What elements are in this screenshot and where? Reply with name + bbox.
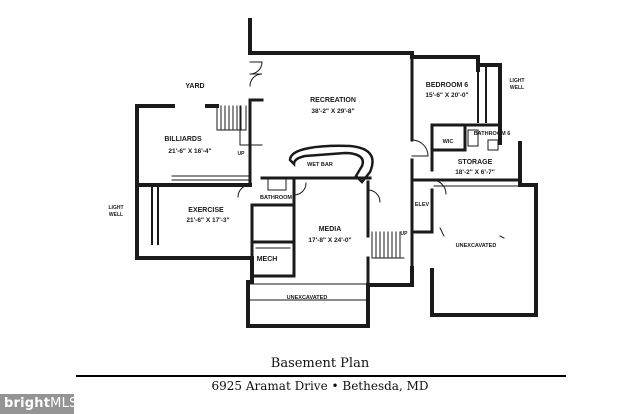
room-labels: YARD BILLIARDS 21'-6" X 16'-4" RECREATIO… <box>109 78 525 301</box>
bedroom6-label: BEDROOM 6 <box>426 82 469 89</box>
light-well-right-line1: LIGHT <box>510 78 525 84</box>
walls <box>135 18 538 328</box>
yard-label: YARD <box>185 83 204 90</box>
storage-label: STORAGE <box>458 159 493 166</box>
plan-title: Basement Plan <box>270 356 370 371</box>
watermark-rest: MLS <box>50 396 78 411</box>
recreation-label: RECREATION <box>310 97 356 104</box>
wet-bar-label: WET BAR <box>307 162 333 168</box>
bathroom-label: BATHROOM <box>260 195 292 201</box>
media-label: MEDIA <box>319 226 342 233</box>
exercise-dims: 21'-6" X 17'-3" <box>186 217 229 224</box>
plan-address: 6925 Aramat Drive • Bethesda, MD <box>211 379 429 393</box>
mech-label: MECH <box>257 256 278 263</box>
bedroom6-dims: 15'-6" X 20'-0" <box>425 92 468 99</box>
light-well-left-line2: WELL <box>109 212 123 218</box>
light-well-right-line2: WELL <box>510 85 524 91</box>
unexcavated-right-label: UNEXCAVATED <box>456 243 497 249</box>
recreation-dims: 38'-2" X 29'-8" <box>311 108 354 115</box>
storage-dims: 18'-2" X 6'-7" <box>455 169 495 176</box>
watermark-logo: brightMLS <box>0 394 78 414</box>
up-label-top: UP <box>238 151 246 157</box>
billiards-dims: 21'-6" X 16'-4" <box>168 148 211 155</box>
wic-label: WIC <box>443 139 454 145</box>
billiards-label: BILLIARDS <box>164 136 202 143</box>
unexcavated-bottom-label: UNEXCAVATED <box>287 295 328 301</box>
watermark-bold: bright <box>4 396 51 411</box>
exercise-label: EXERCISE <box>188 207 224 214</box>
media-dims: 17'-8" X 24'-0" <box>308 237 351 244</box>
title-divider <box>76 375 566 377</box>
light-well-left-line1: LIGHT <box>109 205 124 211</box>
bathroom6-label: BATHROOM 6 <box>474 131 511 137</box>
up-label-right: UP <box>401 231 409 237</box>
elev-label: ELEV <box>415 202 430 208</box>
